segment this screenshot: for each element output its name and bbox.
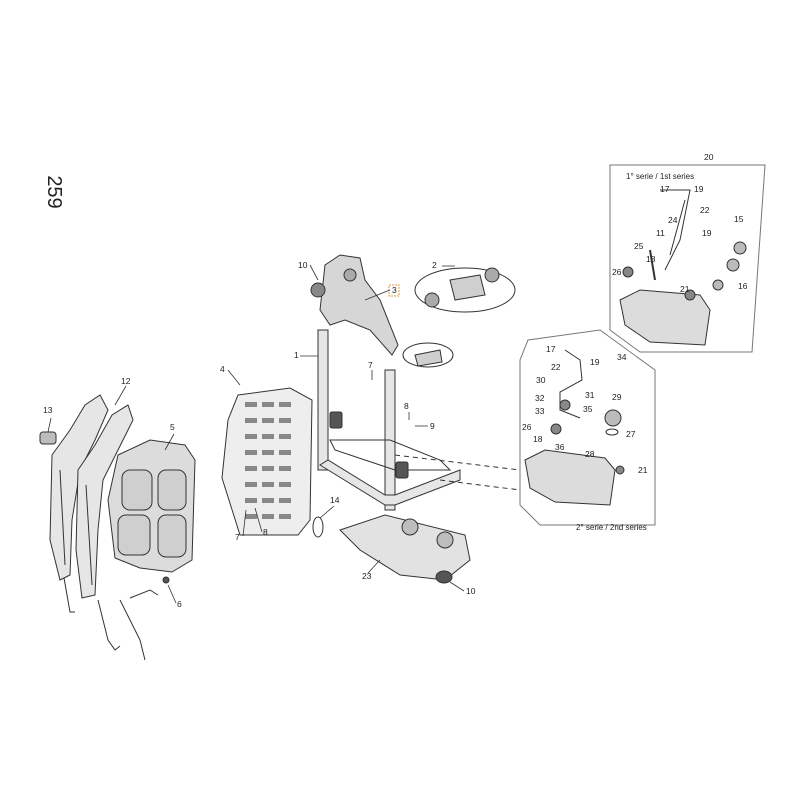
- callout-11: 11: [656, 228, 665, 238]
- callout-5: 5: [170, 422, 175, 432]
- callout-8: 8: [404, 401, 409, 411]
- callout-16: 16: [738, 281, 748, 291]
- callout-22-first: 22: [700, 205, 710, 215]
- back-pad: [107, 439, 196, 584]
- callout-32: 32: [535, 393, 545, 403]
- leader-dashed: [394, 454, 521, 491]
- inset-second-series: [519, 329, 656, 526]
- callout-28: 28: [585, 449, 595, 459]
- callout-labels: 1 2 3 4 5 6 7 8 9 10 12 13 14 23 10 7 8 …: [43, 152, 748, 609]
- callout-17-first: 17: [660, 184, 670, 194]
- callout-18-first: 18: [646, 254, 656, 264]
- lifting-ring: [312, 516, 324, 538]
- base-plate: [339, 514, 471, 581]
- top-bracket: [310, 254, 399, 356]
- callout-3: 3: [392, 285, 397, 295]
- callout-20: 20: [704, 152, 714, 162]
- callout-26-first: 26: [612, 267, 622, 277]
- callout-7-lower: 7: [235, 532, 240, 542]
- callout-22-second: 22: [551, 362, 561, 372]
- callout-10-top: 10: [298, 260, 308, 270]
- callout-9: 9: [430, 421, 435, 431]
- callout-15: 15: [734, 214, 744, 224]
- callout-26-second: 26: [522, 422, 532, 432]
- frame: [317, 329, 461, 511]
- callout-31: 31: [585, 390, 595, 400]
- callout-18-second: 18: [533, 434, 543, 444]
- callout-21-first: 21: [680, 284, 690, 294]
- strap-buckle: [39, 431, 57, 445]
- spring-kit: [402, 267, 516, 368]
- shoulder-straps: [49, 394, 159, 661]
- callout-2: 2: [432, 260, 437, 270]
- callout-7: 7: [368, 360, 373, 370]
- callout-33: 33: [535, 406, 545, 416]
- callout-14: 14: [330, 495, 340, 505]
- callout-25: 25: [634, 241, 644, 251]
- callout-1: 1: [294, 350, 299, 360]
- callout-34: 34: [617, 352, 627, 362]
- inset-first-series: [609, 164, 766, 353]
- callout-10-bottom: 10: [466, 586, 476, 596]
- callout-35: 35: [583, 404, 593, 414]
- callout-19-first-b: 19: [702, 228, 712, 238]
- callout-6: 6: [177, 599, 182, 609]
- back-plate: [221, 387, 313, 536]
- callout-21-second: 21: [638, 465, 648, 475]
- callout-19-second: 19: [590, 357, 600, 367]
- leader-lines: [47, 264, 465, 604]
- callout-29: 29: [612, 392, 622, 402]
- foot: [435, 570, 453, 584]
- callout-24: 24: [668, 215, 678, 225]
- callout-36: 36: [555, 442, 565, 452]
- callout-4: 4: [220, 364, 225, 374]
- callout-12: 12: [121, 376, 131, 386]
- callout-19-first-a: 19: [694, 184, 704, 194]
- callout-27: 27: [626, 429, 636, 439]
- callout-8-lower: 8: [263, 527, 268, 537]
- inset-first-title: 1° serie / 1st series: [626, 172, 694, 181]
- callout-30: 30: [536, 375, 546, 385]
- callout-17-second: 17: [546, 344, 556, 354]
- callout-13: 13: [43, 405, 53, 415]
- inset-second-title: 2° serie / 2nd series: [576, 523, 647, 532]
- callout-23: 23: [362, 571, 372, 581]
